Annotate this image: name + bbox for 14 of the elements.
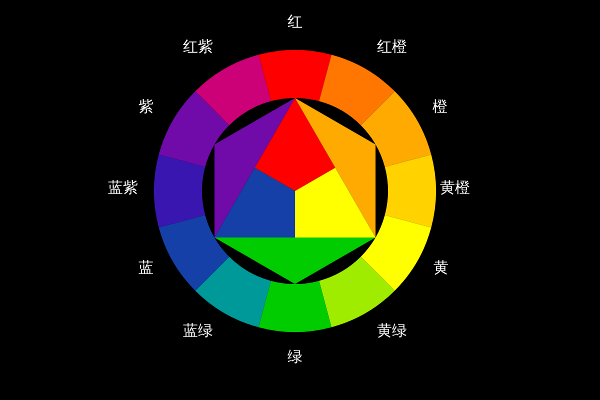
segment-label: 蓝紫 [108, 180, 138, 196]
segment-label: 绿 [288, 348, 302, 366]
segment-label: 蓝 [138, 260, 154, 276]
segment-label: 红橙 [377, 38, 407, 56]
segment-label: 橙 [432, 98, 448, 116]
segment-label: 红 [288, 14, 302, 30]
primary-triangle-part [295, 168, 376, 238]
segment-label: 蓝绿 [183, 322, 213, 340]
primary-triangle-part [214, 168, 295, 238]
segment-label: 黄 [434, 260, 448, 276]
segment-label: 红紫 [183, 38, 213, 56]
segment-label: 黄绿 [377, 322, 407, 340]
segment-label: 紫 [138, 98, 154, 116]
segment-label: 黄橙 [440, 180, 470, 196]
